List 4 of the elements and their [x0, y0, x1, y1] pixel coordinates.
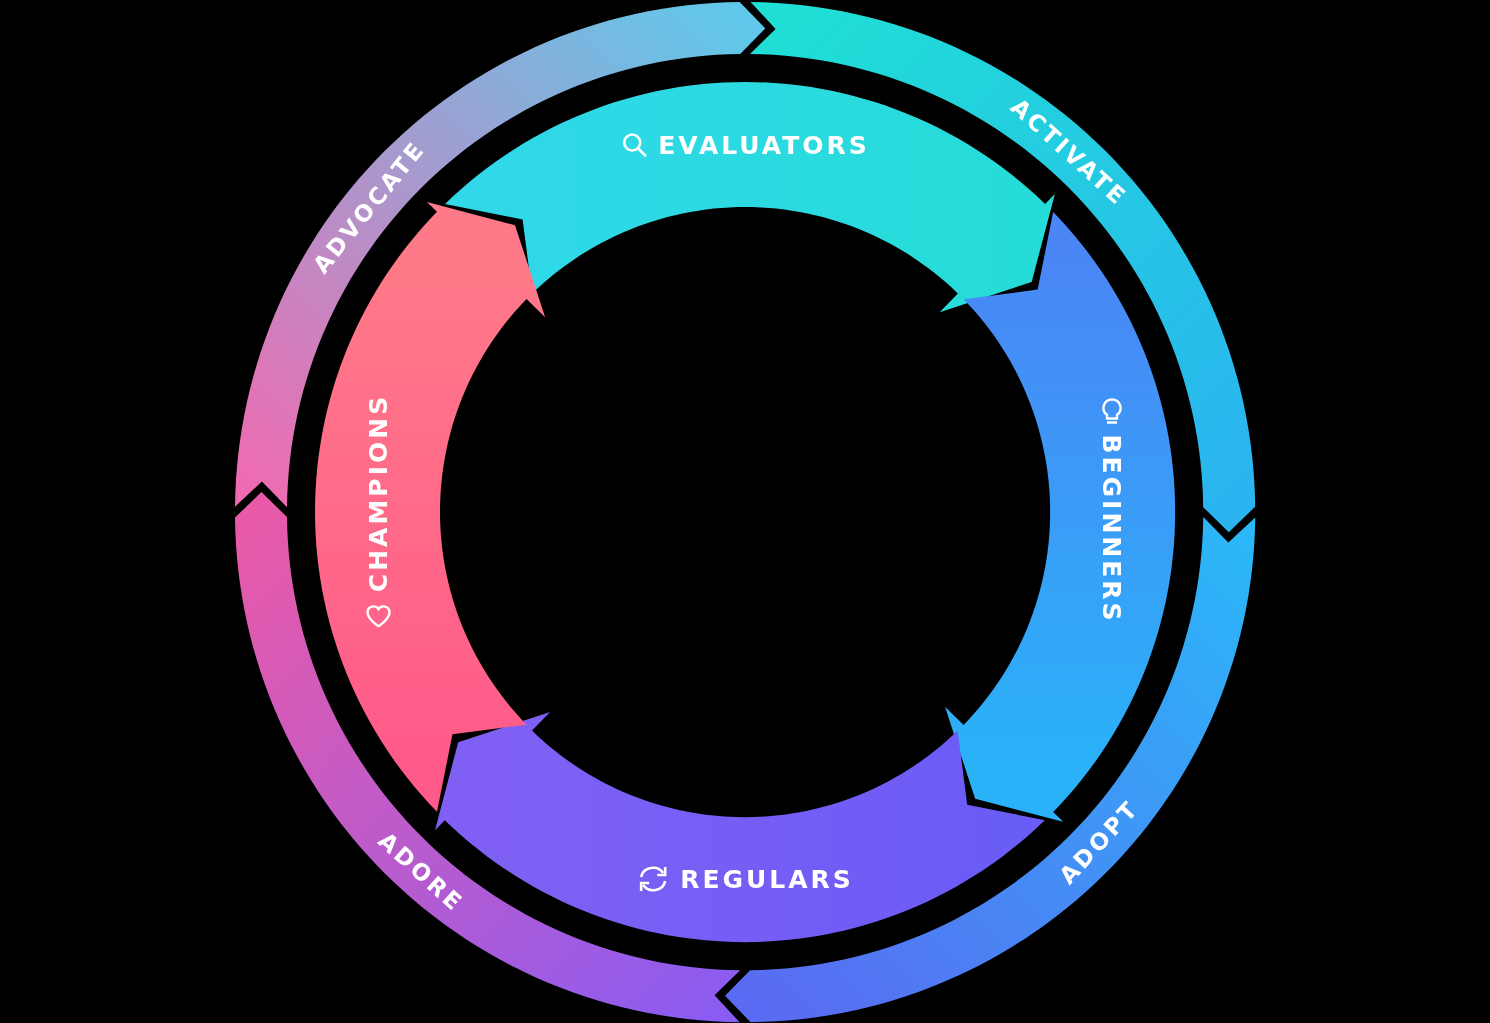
- stage-label: CHAMPIONS: [363, 393, 392, 593]
- stage-label: BEGINNERS: [1098, 434, 1127, 624]
- stage-label: EVALUATORS: [658, 130, 870, 159]
- stage-label: REGULARS: [680, 865, 854, 894]
